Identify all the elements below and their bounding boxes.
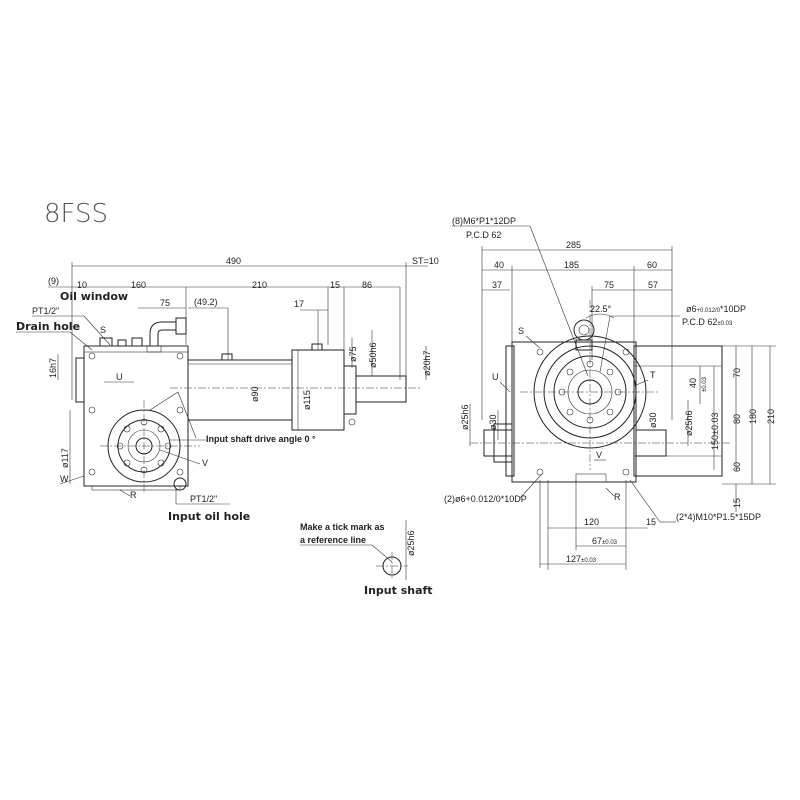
s-label: S <box>100 325 106 335</box>
u-label: U <box>116 372 123 382</box>
dim-67: 67±0.03 <box>592 536 618 546</box>
w-label: W <box>60 474 69 484</box>
dim-phi75: ø75 <box>348 346 358 362</box>
pin-callout: (2)ø6+0.012/0*10DP <box>444 494 527 504</box>
v-label: V <box>202 458 208 468</box>
dim-49: (49.2) <box>194 297 218 307</box>
dim-st: ST=10 <box>412 256 439 266</box>
dim-70: 70 <box>732 368 742 378</box>
dim-phi90: ø90 <box>250 386 260 402</box>
dim-10: 10 <box>77 280 87 290</box>
dim-160: 160 <box>131 280 146 290</box>
dim-80: 80 <box>732 414 742 424</box>
input-shaft-caption: Input shaft <box>364 584 433 597</box>
angle-22-5: 22.5° <box>590 304 612 314</box>
dim-185: 185 <box>564 260 579 270</box>
dim-57: 57 <box>648 280 658 290</box>
dim-60: 60 <box>647 260 657 270</box>
dim-150: 150±0.03 <box>710 413 720 450</box>
dim-9: (9) <box>48 276 59 286</box>
bolt-callout: (2*4)M10*P1.5*15DP <box>676 512 761 522</box>
drain-hole-label: Drain hole <box>16 320 80 333</box>
drive-angle-note: Input shaft drive angle 0 ° <box>206 434 316 444</box>
dim-490: 490 <box>226 256 241 266</box>
dim-75: 75 <box>160 298 170 308</box>
tick-note-line2: a reference line <box>300 535 366 545</box>
phi6-callout: ø6+0.012/0*10DP <box>686 304 746 314</box>
dim-180: 180 <box>748 409 758 424</box>
dim-phi117: ø117 <box>60 448 70 468</box>
r-label: R <box>130 490 137 500</box>
model-title: 8FSS <box>44 199 108 229</box>
pcd-callout: P.C.D 62 <box>466 230 501 240</box>
m6-callout: (8)M6*P1*12DP <box>452 216 516 226</box>
pt-bottom-label: PT1/2" <box>190 494 217 504</box>
dim-phi50: ø50h6 <box>368 342 378 368</box>
dim-86: 86 <box>362 280 372 290</box>
oil-window-label: Oil window <box>60 290 128 303</box>
dim-285: 285 <box>566 240 581 250</box>
dim-phi30-right: ø30 <box>648 412 658 428</box>
front-view: (8)M6*P1*12DP P.C.D 62 285 40 185 60 37 … <box>444 216 776 570</box>
dim-phi25-left: ø25h6 <box>460 404 470 430</box>
dim-40-vert-tol: ±0.03 <box>702 376 708 392</box>
pcd2-callout: P.C.D 62±0.03 <box>682 317 733 327</box>
front-s-label: S <box>518 326 524 336</box>
front-u-label: U <box>492 372 499 382</box>
dim-60-vert: 60 <box>732 462 742 472</box>
dim-127: 127±0.03 <box>566 554 597 564</box>
dim-phi115: ø115 <box>302 390 312 410</box>
dim-37: 37 <box>492 280 502 290</box>
dim-15-horiz: 15 <box>646 517 656 527</box>
front-v-label: V <box>596 450 602 460</box>
dim-17: 17 <box>294 299 304 309</box>
input-oil-hole-label: Input oil hole <box>168 510 250 523</box>
dim-75: 75 <box>604 280 614 290</box>
dim-phi25-right: ø25h6 <box>684 410 694 436</box>
detail-phi25: ø25h6 <box>406 530 416 556</box>
front-t-label: T <box>650 370 656 380</box>
dim-210: 210 <box>766 409 776 424</box>
dim-40: 40 <box>494 260 504 270</box>
dim-15-vert: 15 <box>732 498 742 508</box>
dim-40-vert: 40 <box>688 378 698 388</box>
dim-210: 210 <box>252 280 267 290</box>
tick-note-line1: Make a tick mark as <box>300 522 385 532</box>
dim-16h7: 16h7 <box>48 358 58 378</box>
pt-top-label: PT1/2" <box>32 306 59 316</box>
dim-15: 15 <box>330 280 340 290</box>
dim-phi20: ø20h7 <box>422 350 432 376</box>
side-view: 490 ST=10 (9) 10 160 210 15 86 75 (49.2)… <box>16 256 439 523</box>
dim-phi30-left: ø30 <box>488 414 498 430</box>
front-r-label: R <box>614 492 621 502</box>
input-shaft-detail: Make a tick mark as a reference line ø25… <box>300 520 433 597</box>
dim-120: 120 <box>584 517 599 527</box>
